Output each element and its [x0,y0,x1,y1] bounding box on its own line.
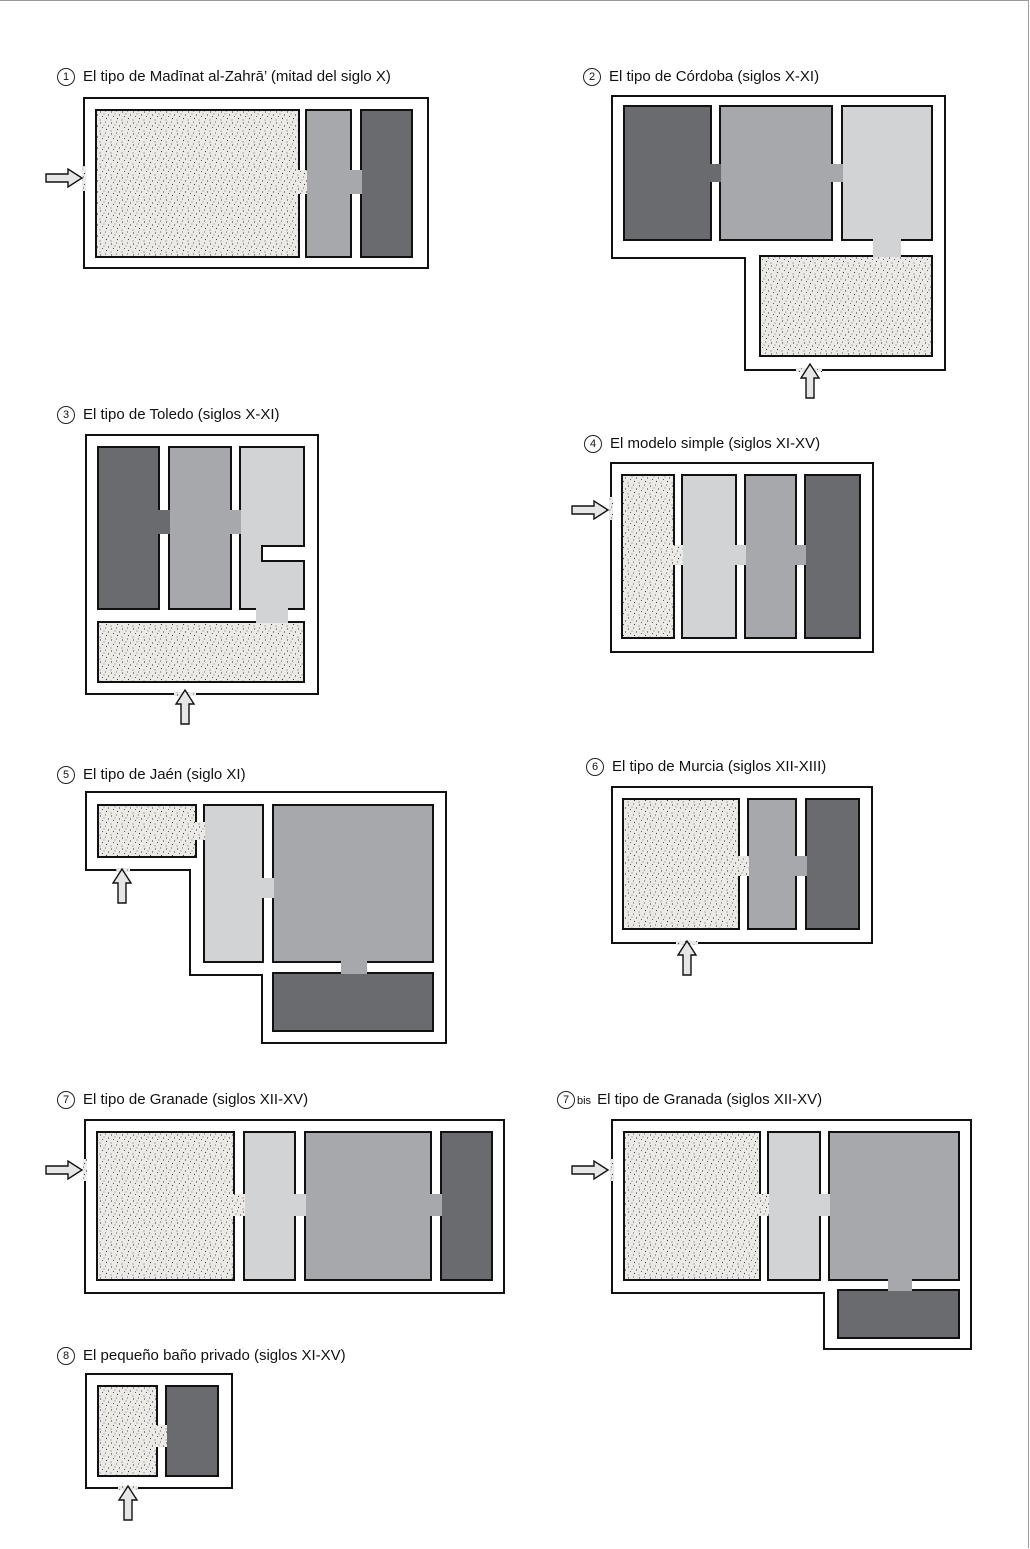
room-stippled [623,1131,761,1281]
bis-suffix: bis [577,1095,592,1107]
number-badge: 2 [583,68,601,86]
room-medium [719,105,833,241]
doorway [262,878,274,898]
entrance-arrow [117,1484,139,1521]
entrance-arrow [571,1159,610,1181]
room-stippled [622,798,740,930]
doorway [158,510,170,534]
room-dark [165,1385,219,1477]
caption-5: 5 El tipo de Jaén (siglo XI) [57,766,246,784]
entrance-arrow [45,1159,84,1181]
number-badge: 7 [57,1091,75,1109]
room-medium [168,446,232,610]
doorway [256,608,288,623]
room-light [681,474,737,639]
caption-text: El pequeño baño privado (siglos XI-XV) [83,1347,346,1364]
entrance-arrow [111,867,133,904]
room-medium [744,474,797,639]
room-light [767,1131,821,1281]
room-stippled [759,255,933,357]
number-badge: 3 [57,406,75,424]
caption-7: 7 El tipo de Granade (siglos XII-XV) [57,1091,308,1109]
caption-6: 6 El tipo de Murcia (siglos XII-XIII) [586,758,826,776]
entrance-gap [610,1159,614,1181]
doorway [350,170,362,194]
doorway [888,1279,912,1291]
doorway [230,510,241,534]
caption-text: El tipo de Granade (siglos XII-XV) [83,1091,309,1108]
number-badge: 8 [57,1347,75,1365]
caption-text: El tipo de Jaén (siglo XI) [83,766,246,783]
doorway [430,1194,442,1216]
room-light [243,1131,296,1281]
room-stippled [97,804,197,858]
room-dark [804,474,861,639]
caption-text: El tipo de Murcia (siglos XII-XIII) [612,758,827,775]
doorway [298,170,307,194]
room-stippled [96,1131,235,1281]
entrance-arrow [45,167,84,189]
room-dark [837,1289,960,1339]
entrance-arrow [799,362,821,399]
caption-text: El tipo de Toledo (siglos X-XI) [83,406,280,423]
doorway [759,1194,769,1216]
caption-4: 4 El modelo simple (siglos XI-XV) [584,435,820,453]
caption-8: 8 El pequeño baño privado (siglos XI-XV) [57,1347,346,1365]
room-medium [828,1131,960,1281]
caption-1: 1 El tipo de Madīnat al-Zahrā’ (mitad del… [57,68,391,86]
entrance-gap [609,497,613,520]
doorway [673,545,683,565]
room-stippled [621,474,675,639]
caption-3: 3 El tipo de Toledo (siglos X-XI) [57,406,280,424]
doorway [831,164,843,182]
room-dark [97,446,160,610]
number-badge: 4 [584,435,602,453]
entrance-gap [82,166,86,191]
doorway [156,1425,167,1447]
entrance-arrow [676,939,698,976]
number-badge: 7 [557,1091,575,1109]
room-dark [272,972,434,1032]
entrance-arrow [174,688,196,725]
caption-text: El tipo de Madīnat al-Zahrā’ (mitad del … [83,68,391,85]
room-medium [272,804,434,963]
entrance-gap [83,1159,87,1181]
number-badge: 1 [57,68,75,86]
number-badge: 5 [57,766,75,784]
doorway [738,856,749,876]
room-dark [360,109,413,258]
doorway [294,1194,306,1216]
doorway [735,545,746,565]
doorway [341,961,367,974]
room-dark [623,105,712,241]
doorway [873,239,901,257]
entrance-arrow [571,499,610,521]
doorway [710,164,721,182]
room-medium [747,798,797,930]
room-light [841,105,933,241]
room-dark [440,1131,493,1281]
caption-text: El tipo de Córdoba (siglos X-XI) [609,68,820,85]
caption-text: El modelo simple (siglos XI-XV) [610,435,821,452]
doorway [819,1194,830,1216]
room-light [239,446,305,610]
doorway [795,856,807,876]
number-badge: 6 [586,758,604,776]
room-medium [304,1131,432,1281]
room-medium [305,109,352,258]
room-dark [805,798,860,930]
room-light [203,804,264,963]
room-stippled [97,621,305,683]
doorway [195,822,205,840]
room-stippled [97,1385,158,1477]
room-stippled [95,109,300,258]
doorway [795,545,806,565]
doorway [233,1194,245,1216]
caption-2: 2 El tipo de Córdoba (siglos X-XI) [583,68,819,86]
caption-text: El tipo de Granada (siglos XII-XV) [597,1091,823,1108]
